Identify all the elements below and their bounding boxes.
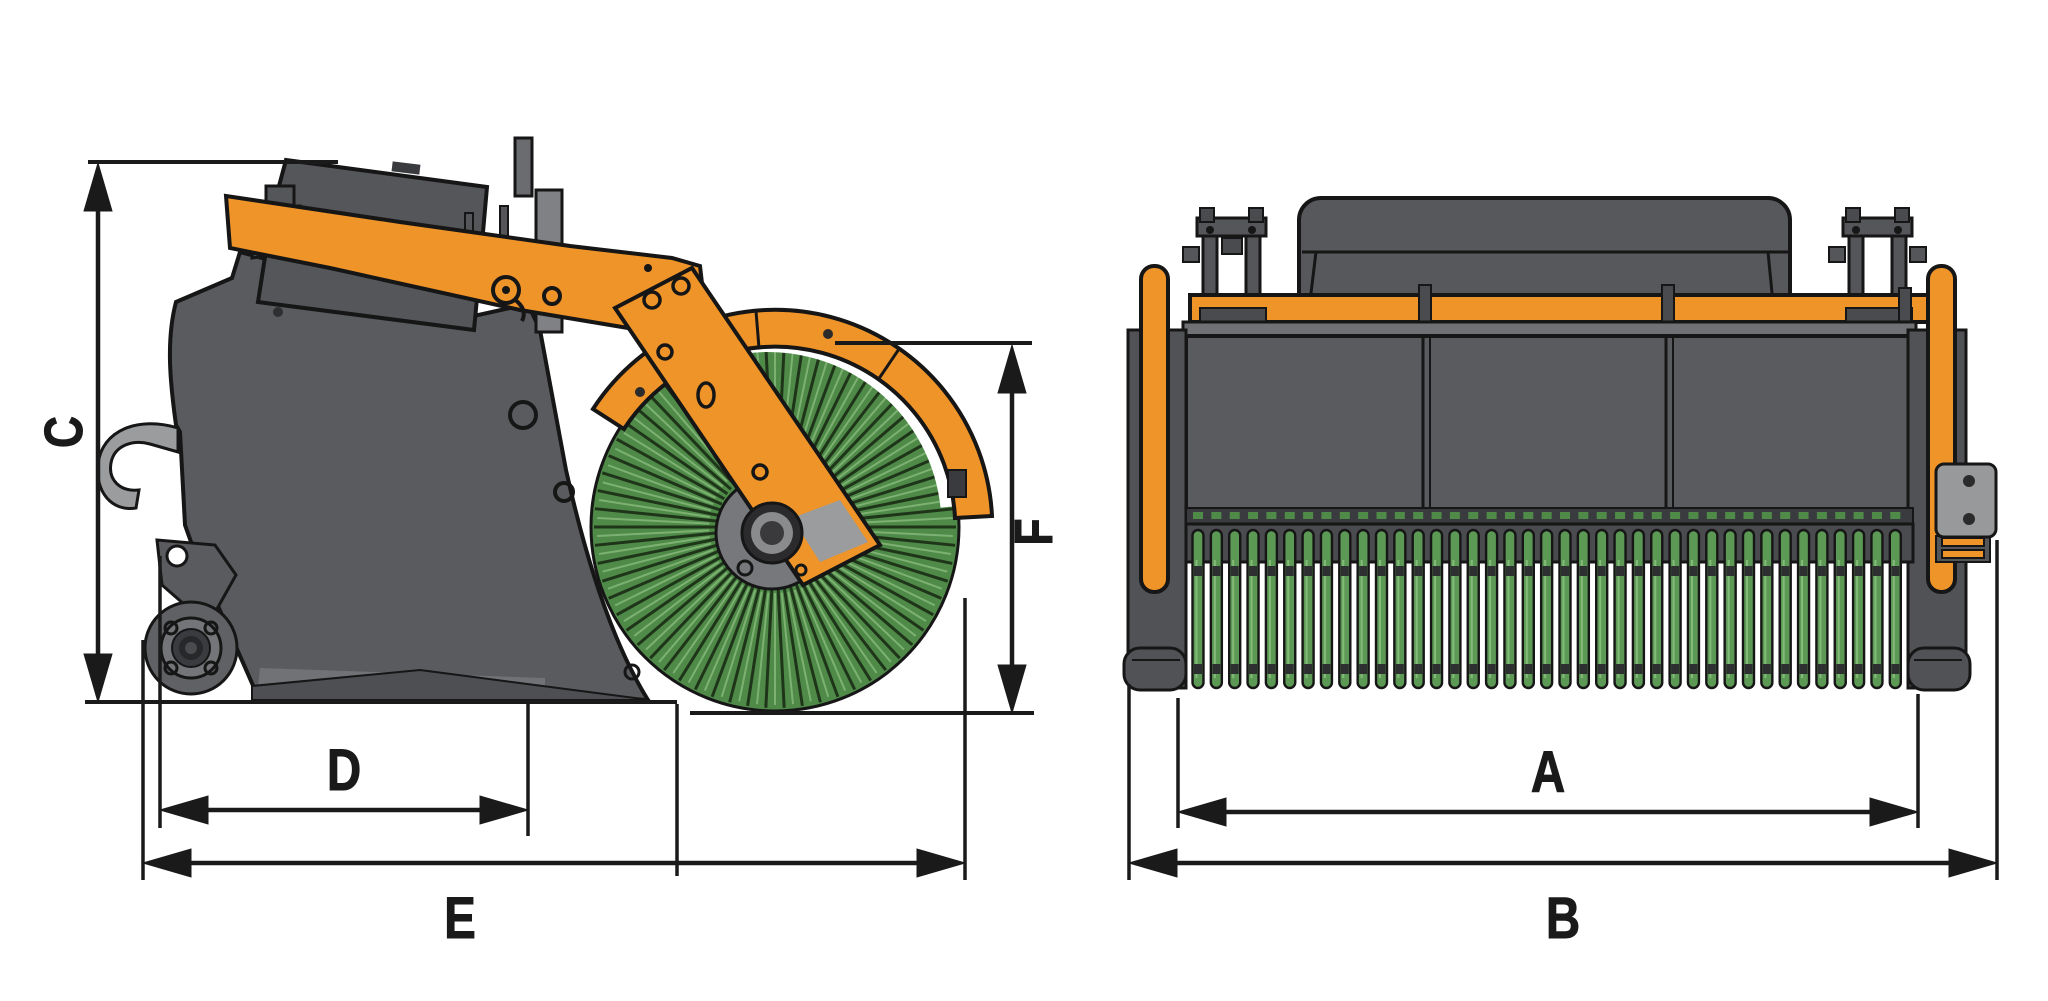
dimension-label-E: E [444, 887, 476, 952]
keyhole-bolt [491, 275, 521, 305]
hub-stripe [792, 500, 868, 562]
arrowhead-up [997, 343, 1027, 394]
bristle-dashes [1193, 512, 1901, 519]
dimension-label-A: A [1531, 741, 1565, 806]
brush-hub-rings [736, 501, 808, 577]
arrowhead-right [1869, 797, 1920, 827]
front-top-bar [1188, 284, 1930, 324]
orange-post-left [1139, 264, 1170, 594]
arrowhead-left [158, 795, 209, 825]
parking-hook [96, 422, 180, 510]
bristle-curtain [1191, 528, 1903, 690]
bar-tab [1418, 284, 1432, 323]
bar-tab [1661, 284, 1675, 323]
front-roller [143, 538, 239, 696]
dimension-F: F [690, 341, 1064, 715]
dimension-E: E [141, 598, 967, 952]
orange-pivot-plate [612, 265, 883, 588]
arrowhead-right [916, 848, 967, 878]
side-bracket-right [1934, 462, 1998, 563]
dimension-annotations: C D E F [33, 160, 1999, 952]
arrowhead-right [1948, 848, 1999, 878]
dimension-label-F: F [1004, 518, 1064, 545]
dimension-D: D [158, 556, 530, 836]
dimension-A: A [1176, 694, 1920, 828]
bracket-hole [165, 544, 189, 568]
fender-end-tab [947, 469, 967, 498]
front-view-illustration [1122, 196, 1998, 692]
dimension-label-B: B [1546, 887, 1580, 952]
dimension-label-C: C [34, 416, 94, 448]
side-view-illustration [96, 136, 995, 713]
front-panels [1184, 334, 1915, 516]
arrowhead-left [141, 848, 192, 878]
dimension-C: C [33, 160, 677, 704]
side-bucket-body [167, 249, 652, 703]
dimension-B: B [1127, 540, 1999, 952]
arrowhead-down [997, 664, 1027, 715]
dimension-label-D: D [327, 739, 361, 804]
arrowhead-left [1176, 797, 1227, 827]
arrowhead-right [479, 795, 530, 825]
antenna-post [513, 136, 534, 198]
bar-tab [1898, 287, 1912, 323]
arrowhead-left [1127, 848, 1178, 878]
arrowhead-up [83, 161, 113, 212]
lid-latch [391, 161, 421, 175]
arrowhead-down [83, 653, 113, 704]
